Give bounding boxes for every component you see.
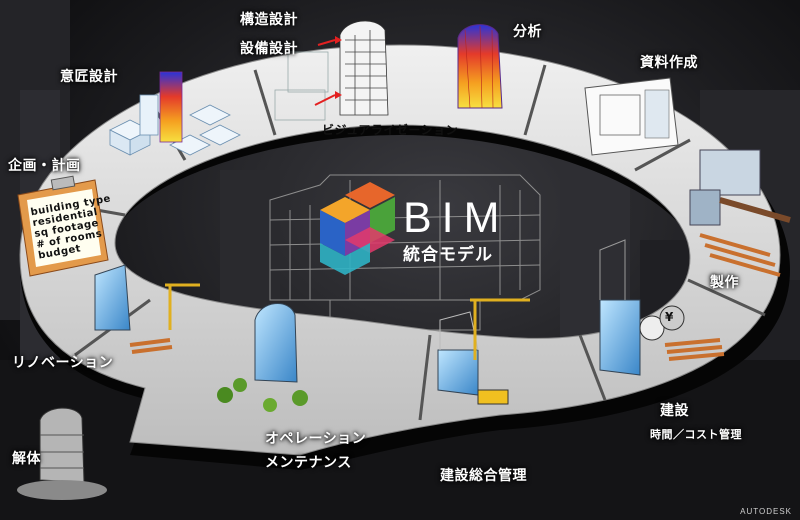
stage-label-renovation: リノベーション bbox=[12, 352, 113, 372]
stage-label-design: 意匠設計 bbox=[60, 66, 118, 86]
document-drawing-sheet bbox=[585, 78, 678, 155]
bim-logo-icon bbox=[320, 182, 395, 275]
brand-logo: AUTODESK bbox=[740, 507, 792, 516]
stage-sublabel-construction: 時間／コスト管理 bbox=[650, 426, 742, 442]
stage-label-mep: 設備設計 bbox=[240, 38, 298, 58]
stage-label-operation: オペレーション bbox=[265, 428, 366, 448]
analysis-heatmap-tower bbox=[458, 25, 502, 108]
center-title: BIM bbox=[403, 194, 509, 243]
stage-label-fabrication: 製作 bbox=[710, 272, 739, 292]
stage-label-analysis: 分析 bbox=[513, 21, 542, 41]
stage-label-structural: 構造設計 bbox=[240, 9, 298, 29]
center-subtitle: 統合モデル bbox=[403, 240, 493, 265]
stage-label-construction-mgmt: 建設総合管理 bbox=[440, 465, 527, 485]
stage-label-planning: 企画・計画 bbox=[8, 155, 81, 175]
currency-symbol: ¥ bbox=[665, 310, 674, 324]
stage-label-documents: 資料作成 bbox=[640, 52, 698, 72]
ring-banner-label: ビジュアライゼーション bbox=[322, 121, 458, 138]
stage-label-maintenance: メンテナンス bbox=[265, 452, 352, 472]
stage-label-demolition: 解体 bbox=[12, 448, 41, 468]
stage-label-construction: 建設 bbox=[660, 400, 689, 420]
